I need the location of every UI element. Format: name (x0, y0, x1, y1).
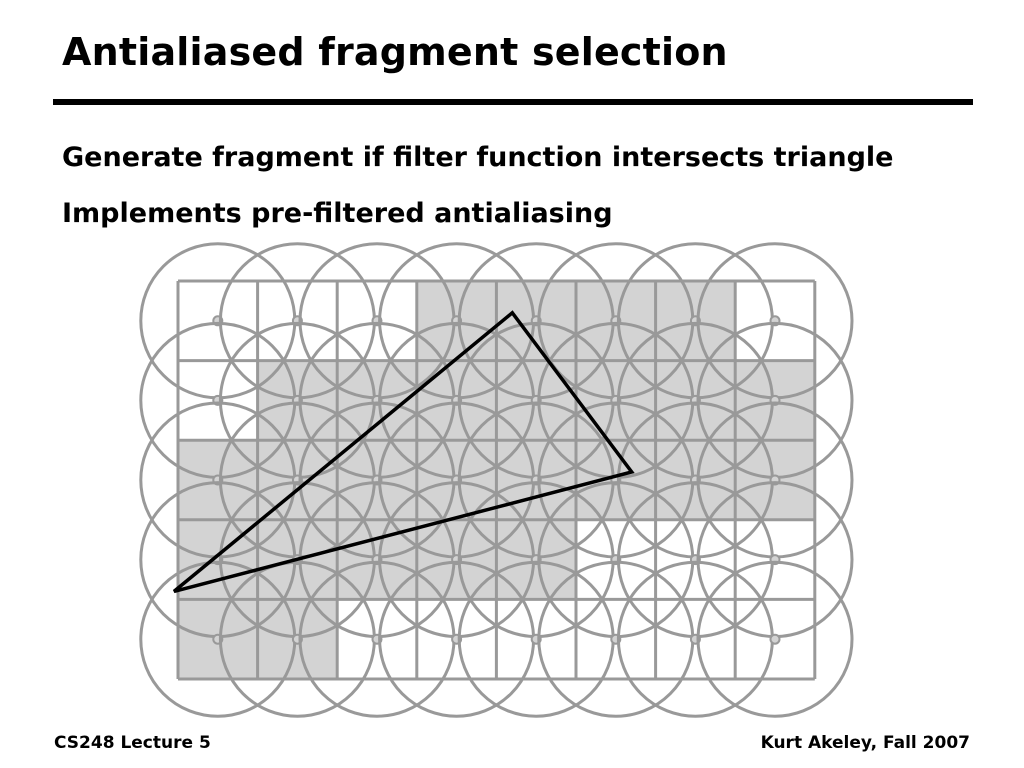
filter-circle (696, 560, 854, 718)
footer-author: Kurt Akeley, Fall 2007 (760, 733, 970, 753)
bullet-generate-fragment: Generate fragment if filter function int… (62, 142, 894, 173)
triangle (172, 310, 635, 594)
footer-lecture: CS248 Lecture 5 (54, 733, 211, 753)
sample-point (769, 633, 781, 645)
title-divider (53, 99, 973, 105)
bullet-prefiltered-antialiasing: Implements pre-filtered antialiasing (62, 198, 613, 229)
slide-title: Antialiased fragment selection (62, 30, 728, 74)
